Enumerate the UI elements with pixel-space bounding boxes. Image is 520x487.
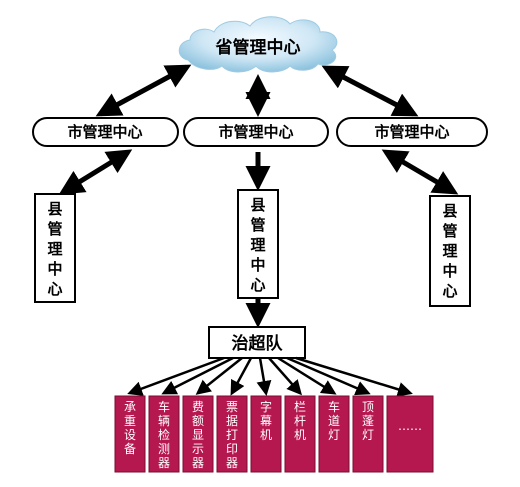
device-box — [250, 395, 282, 473]
fanout-arrow — [195, 357, 243, 395]
county-node-right: 县管理中心 — [429, 195, 471, 307]
device-box — [182, 395, 214, 473]
device-box — [386, 395, 434, 473]
device-box — [148, 395, 180, 473]
province-node: 省管理中心 — [178, 16, 338, 73]
city-county-left-arrow — [58, 149, 133, 195]
fanout-arrow — [256, 357, 272, 396]
city-label-right: 市管理中心 — [374, 123, 449, 141]
city-county-right-arrow — [381, 149, 459, 195]
fanout-arrow — [268, 357, 302, 396]
device-row: 承重设备 车辆检测器 费额显示器 票据打印器 字幕机 栏杆机 车道灯 顶蓬灯 …… — [114, 395, 434, 473]
fanout-arrow — [277, 356, 337, 395]
device-box — [114, 395, 146, 473]
team-node: 治超队 — [208, 326, 306, 359]
device-label: 栏杆机 — [294, 399, 306, 442]
province-city-left-arrow — [95, 64, 192, 117]
device-label: 费额显示器 — [192, 400, 204, 470]
county-node-left: 县管理中心 — [34, 193, 76, 303]
device-label: 车道灯 — [328, 399, 340, 442]
device-box — [216, 395, 248, 473]
device-label: …… — [398, 419, 422, 433]
fanout-arrow — [230, 357, 253, 396]
province-city-right-arrow — [321, 65, 419, 117]
device-label: 顶蓬灯 — [362, 400, 374, 442]
device-label: 票据打印器 — [226, 400, 238, 470]
city-label-center: 市管理中心 — [218, 123, 293, 141]
county-label-center: 县管理中心 — [250, 196, 265, 294]
fanout-arrow — [295, 356, 413, 397]
city-node-left: 市管理中心 — [32, 117, 179, 147]
city-node-center: 市管理中心 — [183, 117, 329, 147]
fanout-arrow — [286, 356, 371, 396]
device-4: 票据打印器 — [216, 395, 248, 473]
device-label: 字幕机 — [260, 399, 272, 442]
team-device-arrows — [127, 356, 413, 397]
city-label-left: 市管理中心 — [67, 123, 142, 141]
device-8: 顶蓬灯 — [352, 395, 384, 473]
fanout-arrow — [161, 356, 234, 395]
device-9: …… — [386, 395, 434, 473]
device-6: 栏杆机 — [284, 395, 316, 473]
device-label: 承重设备 — [124, 400, 136, 456]
city-node-right: 市管理中心 — [336, 117, 488, 147]
device-label: 车辆检测器 — [158, 399, 170, 470]
county-node-center: 县管理中心 — [237, 189, 279, 299]
device-box — [352, 395, 384, 473]
province-label: 省管理中心 — [215, 37, 301, 58]
device-2: 车辆检测器 — [148, 395, 180, 473]
county-label-right: 县管理中心 — [442, 202, 457, 300]
device-box — [318, 395, 350, 473]
device-box — [284, 395, 316, 473]
county-label-left: 县管理中心 — [47, 200, 62, 298]
device-3: 费额显示器 — [182, 395, 214, 473]
device-1: 承重设备 — [114, 395, 146, 473]
fanout-arrow — [127, 356, 225, 396]
device-7: 车道灯 — [318, 395, 350, 473]
device-5: 字幕机 — [250, 395, 282, 473]
team-label: 治超队 — [232, 333, 284, 354]
cloud-shape — [178, 16, 338, 73]
